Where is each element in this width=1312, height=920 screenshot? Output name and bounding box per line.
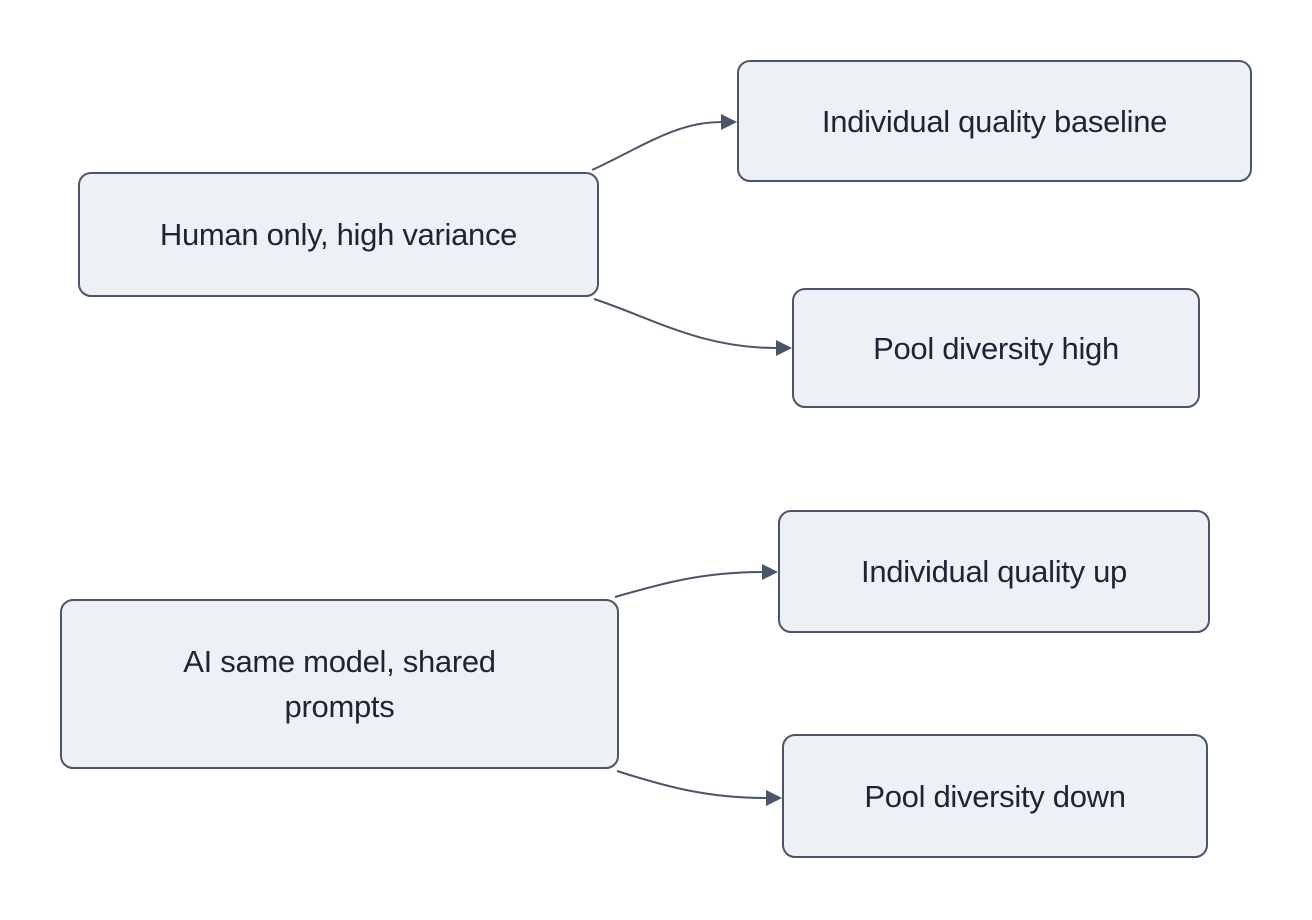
edge-ai-to-pool-diversity-down xyxy=(616,770,782,806)
node-label: Individual quality baseline xyxy=(821,103,1168,139)
edge-arrowhead-icon xyxy=(762,564,778,580)
edge-arrowhead-icon xyxy=(721,114,737,130)
edge-ai-to-individual-quality-up xyxy=(614,564,778,598)
node-individual-quality-baseline[interactable]: Individual quality baseline xyxy=(737,60,1252,182)
edge-curve xyxy=(616,770,767,799)
node-label: Human only, high variance xyxy=(159,217,518,252)
node-human-only[interactable]: Human only, high variance xyxy=(78,172,599,297)
edge-curve xyxy=(614,571,763,598)
edge-arrowhead-icon xyxy=(776,340,792,356)
edge-arrowhead-icon xyxy=(766,790,782,806)
node-pool-diversity-down[interactable]: Pool diversity down xyxy=(782,734,1208,858)
node-label: Pool diversity down xyxy=(864,778,1126,814)
node-ai-same-model[interactable]: AI same model, shared prompts xyxy=(60,599,619,769)
edge-curve xyxy=(591,121,722,171)
node-individual-quality-up[interactable]: Individual quality up xyxy=(778,510,1210,633)
edge-human-to-pool-diversity-high xyxy=(593,298,792,356)
node-label: Pool diversity high xyxy=(873,330,1119,366)
node-label: Individual quality up xyxy=(861,554,1127,589)
edge-human-to-individual-quality-baseline xyxy=(591,114,737,171)
node-label: AI same model, shared prompts xyxy=(183,644,496,724)
edge-curve xyxy=(593,298,777,349)
node-pool-diversity-high[interactable]: Pool diversity high xyxy=(792,288,1200,408)
